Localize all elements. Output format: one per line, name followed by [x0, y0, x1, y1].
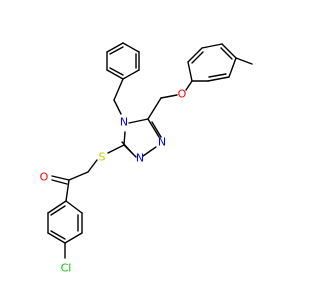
- triazole-ring: [121, 118, 162, 158]
- carbonyl-double-bond-b: [51, 179, 68, 185]
- o-tolyl-bond: [185, 80, 193, 91]
- triazole-s-bond: [107, 144, 125, 154]
- methyl-bond: [235, 57, 253, 65]
- carbonyl-double-bond-a: [51, 175, 70, 181]
- s-ch2-bond: [87, 159, 98, 173]
- atom-o-ketone: O: [40, 171, 49, 184]
- tolyl-ring: [187, 43, 237, 82]
- atom-n-right: N: [158, 136, 166, 149]
- atom-cl: Cl: [61, 262, 72, 275]
- ch2-o-bond: [160, 94, 178, 99]
- carbonyl-aryl-bond: [65, 179, 70, 202]
- ch2-carbonyl-bond: [68, 171, 89, 181]
- atom-n-low: N: [136, 152, 144, 165]
- molecule-structure: N N N O S O Cl: [40, 42, 253, 275]
- molecule-canvas: N N N O S O Cl: [39, 42, 253, 275]
- chlorophenyl-ring: [47, 200, 83, 244]
- benzyl-ch2-bond: [113, 78, 124, 101]
- atom-n-ring: N: [120, 116, 128, 129]
- ch2-n-bond: [113, 99, 122, 115]
- benzyl-phenyl-ring: [106, 42, 140, 80]
- atom-s: S: [99, 151, 106, 164]
- atom-o-ether: O: [178, 88, 187, 101]
- triazole-ch2-bond: [147, 97, 162, 120]
